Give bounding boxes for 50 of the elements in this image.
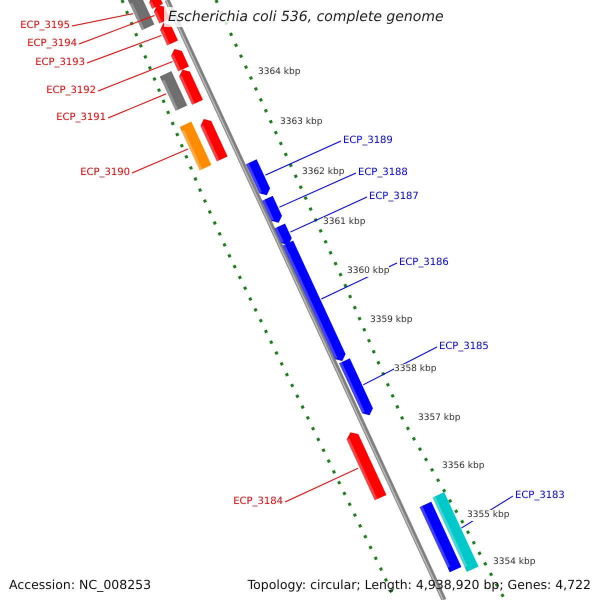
- gene-label: ECP_3188: [358, 167, 408, 179]
- gene-feature: [419, 502, 461, 572]
- leader-line: [98, 61, 173, 92]
- tick-label: 3358 kbp: [394, 364, 436, 375]
- leader-line: [264, 140, 342, 176]
- leader-line: [78, 14, 155, 44]
- gene-label: ECP_3195: [20, 20, 70, 32]
- gene-feature: [262, 195, 284, 225]
- gene-label: ECP_3186: [399, 257, 449, 269]
- leader-line: [278, 172, 356, 208]
- leader-line: [362, 346, 438, 386]
- tick-label: 3355 kbp: [467, 510, 510, 521]
- tick-label: 3354 kbp: [493, 557, 536, 568]
- gene-feature: [282, 240, 348, 364]
- leader-line: [72, 13, 134, 26]
- tick-label: 3364 kbp: [258, 67, 300, 78]
- footer-text: Topology: circular; Length: 4,938,920 bp; Genes: 4,722: [248, 576, 591, 594]
- title: Escherichia coli 536, complete genome: [168, 8, 444, 27]
- tick-label: 3361 kbp: [323, 217, 366, 228]
- gene-label: ECP_3193: [35, 57, 85, 69]
- gene-feature: [168, 46, 190, 72]
- leader-line: [86, 34, 162, 64]
- gene-feature: [179, 121, 211, 171]
- gene-label: ECP_3189: [343, 135, 393, 147]
- gene-label: ECP_3184: [233, 496, 283, 508]
- gene-feature: [198, 116, 228, 162]
- tick-label: 3356 kbp: [442, 461, 484, 472]
- gene-label: ECP_3183: [515, 490, 565, 502]
- gene-feature: [128, 0, 154, 30]
- leader-line: [108, 93, 167, 118]
- gene-feature: [159, 71, 187, 111]
- gene-label: ECP_3194: [27, 38, 77, 50]
- gene-feature: [344, 430, 386, 500]
- gene-feature: [177, 67, 203, 105]
- gene-label: ECP_3187: [369, 191, 419, 203]
- tick-label: 3359 kbp: [370, 315, 412, 326]
- gene-feature: [338, 358, 376, 418]
- gene-label: ECP_3191: [56, 112, 106, 124]
- tick-label: 3362 kbp: [302, 167, 344, 178]
- gene-feature: [246, 158, 272, 198]
- footer-text: Accession: NC_008253: [9, 576, 152, 594]
- tick-label: 3360 kbp: [347, 266, 390, 277]
- tick-label: 3363 kbp: [280, 117, 322, 128]
- gene-label: ECP_3192: [46, 85, 96, 97]
- gene-label: ECP_3190: [80, 167, 130, 179]
- leader-line: [284, 468, 359, 502]
- tick-label: 3357 kbp: [418, 413, 460, 424]
- leader-line: [132, 148, 189, 174]
- gene-label: ECP_3185: [439, 341, 489, 353]
- leader-line: [290, 196, 368, 233]
